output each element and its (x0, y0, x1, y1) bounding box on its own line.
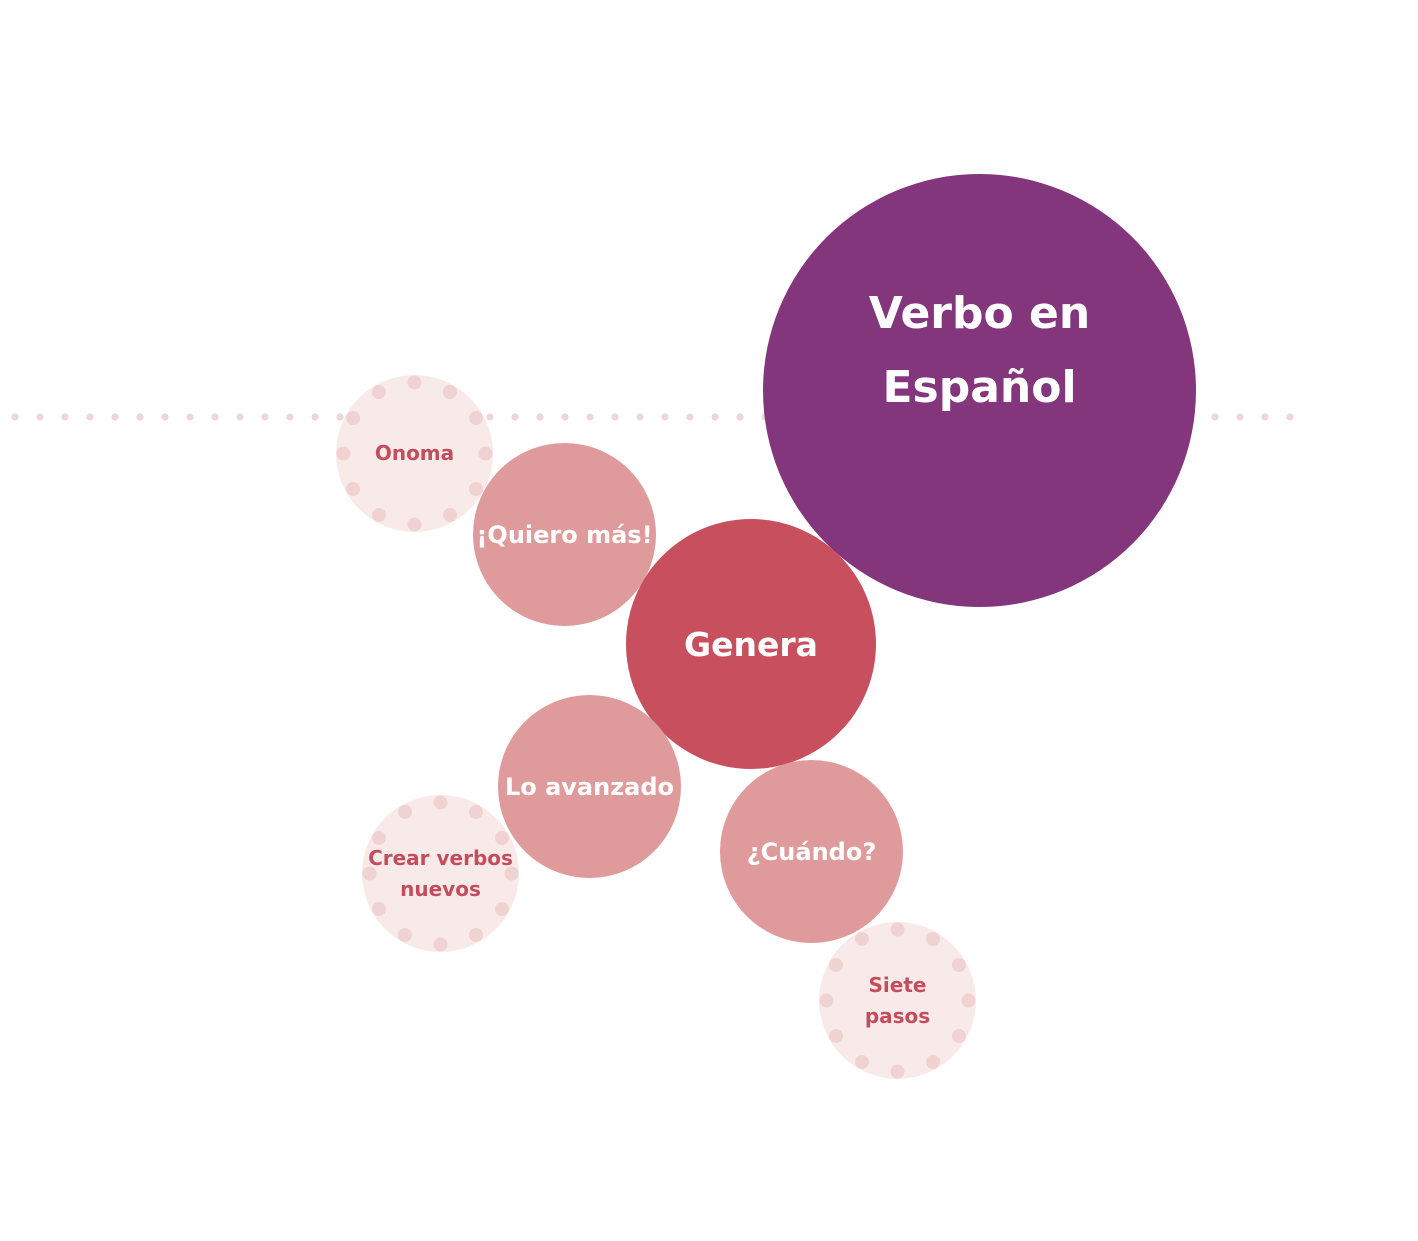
node-quiero-mas[interactable]: ¡Quiero más! (473, 443, 656, 626)
node-genera[interactable]: Genera (626, 519, 876, 769)
ring-dot (855, 932, 869, 947)
connector-dot (686, 413, 694, 421)
ring-dot (926, 932, 940, 947)
ring-dot (443, 507, 457, 522)
node-onoma-label: Onoma (374, 441, 455, 465)
connector-dot (186, 413, 194, 421)
ring-dot (890, 1064, 905, 1079)
node-verbo-line1: Verbo en (868, 287, 1091, 339)
connector-dot (486, 413, 494, 421)
connector-dot (161, 413, 169, 421)
ring-dot (829, 1029, 844, 1043)
connector-dot (1211, 413, 1219, 421)
connector-dot (86, 413, 94, 421)
ring-dot (469, 927, 483, 942)
connector-dot (1236, 413, 1244, 421)
node-siete-line1: Siete (868, 972, 927, 997)
ring-dot (926, 1054, 940, 1069)
ring-dot (469, 805, 483, 820)
node-verbo-line2: Español (882, 361, 1077, 413)
connector-dot (111, 413, 119, 421)
ring-dot (890, 922, 905, 937)
ring-dot (961, 993, 976, 1008)
connector-dot (536, 413, 544, 421)
connector-dot (711, 413, 719, 421)
connector-dot (561, 413, 569, 421)
ring-dot (468, 411, 483, 425)
ring-dot (829, 958, 844, 972)
node-quiero-mas-label: ¡Quiero más! (476, 520, 653, 549)
connector-dot (261, 413, 269, 421)
connector-dot (611, 413, 619, 421)
node-siete-line2: pasos (864, 1003, 931, 1028)
connector-dot (61, 413, 69, 421)
connector-dot (511, 413, 519, 421)
ring-dot (346, 482, 361, 496)
ring-dot (372, 507, 386, 522)
ring-dot (478, 446, 493, 461)
connector-dot (1286, 413, 1294, 421)
node-crear-line1: Crear verbos (368, 845, 513, 870)
ring-dot (433, 937, 448, 952)
node-cuando-label: ¿Cuándo? (746, 837, 877, 866)
ring-dot (951, 958, 966, 972)
ring-dot (398, 805, 412, 820)
node-siete-pasos[interactable]: Siete pasos (819, 922, 976, 1079)
connector-dot (336, 413, 344, 421)
node-crear-verbos-nuevos[interactable]: Crear verbos nuevos (362, 795, 519, 952)
node-cuando[interactable]: ¿Cuándo? (720, 760, 903, 943)
connector-dot (236, 413, 244, 421)
connector-dot (136, 413, 144, 421)
node-verbo-en-espanol[interactable]: Verbo en Español (763, 174, 1196, 607)
ring-dot (407, 375, 422, 390)
connector-dot (1261, 413, 1269, 421)
ring-dot (443, 385, 457, 400)
connector-dot (286, 413, 294, 421)
ring-dot (407, 517, 422, 532)
connector-dot (211, 413, 219, 421)
ring-dot (433, 795, 448, 810)
node-onoma[interactable]: Onoma (336, 375, 493, 532)
connector-dot (636, 413, 644, 421)
ring-dot (951, 1029, 966, 1043)
connector-dot (36, 413, 44, 421)
ring-dot (398, 927, 412, 942)
node-genera-label: Genera (684, 624, 818, 664)
connector-dot (661, 413, 669, 421)
ring-dot (346, 411, 361, 425)
ring-dot (372, 385, 386, 400)
node-lo-avanzado[interactable]: Lo avanzado (498, 695, 681, 878)
connector-dot (736, 413, 744, 421)
ring-dot (855, 1054, 869, 1069)
ring-dot (819, 993, 834, 1008)
node-lo-avanzado-label: Lo avanzado (504, 772, 675, 801)
connector-dot (586, 413, 594, 421)
connector-dot (311, 413, 319, 421)
ring-dot (336, 446, 351, 461)
ring-dot (468, 482, 483, 496)
connector-dot (11, 413, 19, 421)
node-crear-line2: nuevos (400, 876, 481, 901)
